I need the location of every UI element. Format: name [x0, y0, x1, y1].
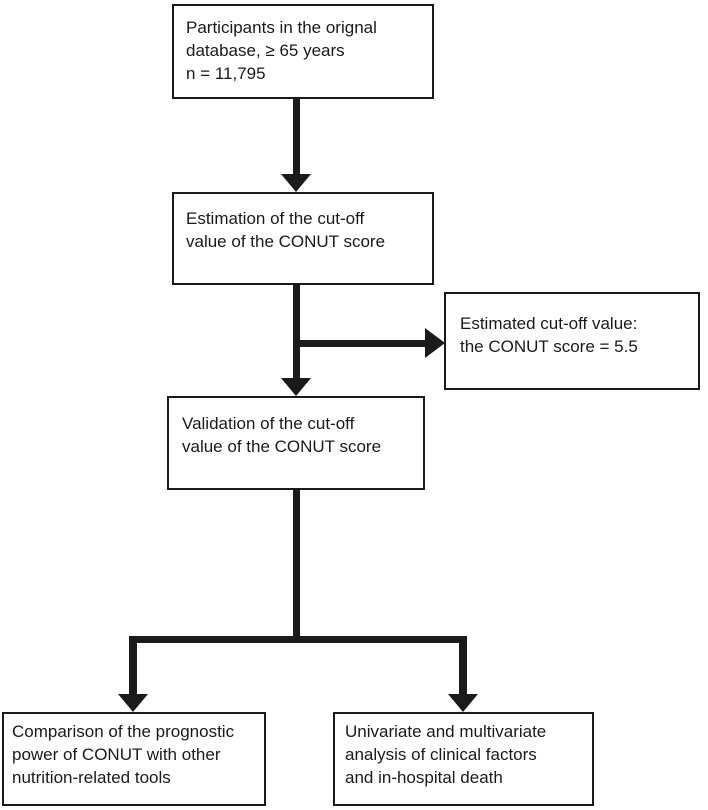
node-univariate-line1: Univariate and multivariate	[345, 722, 547, 741]
arrow-validation-split-stem	[293, 490, 300, 640]
arrow-down-icon	[281, 378, 311, 396]
node-univariate-line3: and in-hospital death	[345, 768, 503, 787]
node-comparison-line3: nutrition-related tools	[12, 768, 171, 787]
arrow-participants-to-estimation-stem	[293, 99, 300, 178]
node-cutoff-line2: the CONUT score = 5.5	[460, 337, 638, 356]
node-validation: Validation of the cut-off value of the C…	[167, 396, 425, 490]
arrow-down-icon	[118, 694, 148, 712]
node-participants-line2: database, ≥ 65 years	[186, 41, 345, 60]
node-estimation-line1: Estimation of the cut-off	[186, 209, 365, 228]
arrow-to-comparison-stem	[129, 636, 137, 694]
arrow-branch-to-cutoff-stem	[293, 340, 425, 347]
arrow-down-icon	[281, 174, 311, 192]
arrow-down-icon	[448, 694, 478, 712]
node-validation-line1: Validation of the cut-off	[182, 414, 355, 433]
node-cutoff-line1: Estimated cut-off value:	[460, 314, 638, 333]
arrow-split-crossbar	[129, 636, 467, 643]
node-validation-line2: value of the CONUT score	[182, 437, 382, 456]
node-univariate-line2: analysis of clinical factors	[345, 745, 537, 764]
node-comparison-line2: power of CONUT with other	[12, 745, 221, 764]
node-participants-line1: Participants in the orignal	[186, 18, 377, 37]
arrow-to-univariate-stem	[459, 636, 467, 694]
node-estimation: Estimation of the cut-off value of the C…	[172, 192, 434, 285]
node-comparison: Comparison of the prognostic power of CO…	[2, 712, 266, 806]
node-comparison-line1: Comparison of the prognostic	[12, 722, 235, 741]
arrow-right-icon	[425, 328, 445, 358]
node-estimation-line2: value of the CONUT score	[186, 232, 386, 251]
node-univariate: Univariate and multivariate analysis of …	[333, 712, 594, 806]
node-participants: Participants in the orignal database, ≥ …	[172, 4, 434, 99]
node-participants-line3: n = 11,795	[186, 64, 266, 83]
node-cutoff-value: Estimated cut-off value: the CONUT score…	[444, 292, 700, 390]
arrow-estimation-to-validation-stem	[293, 285, 300, 378]
